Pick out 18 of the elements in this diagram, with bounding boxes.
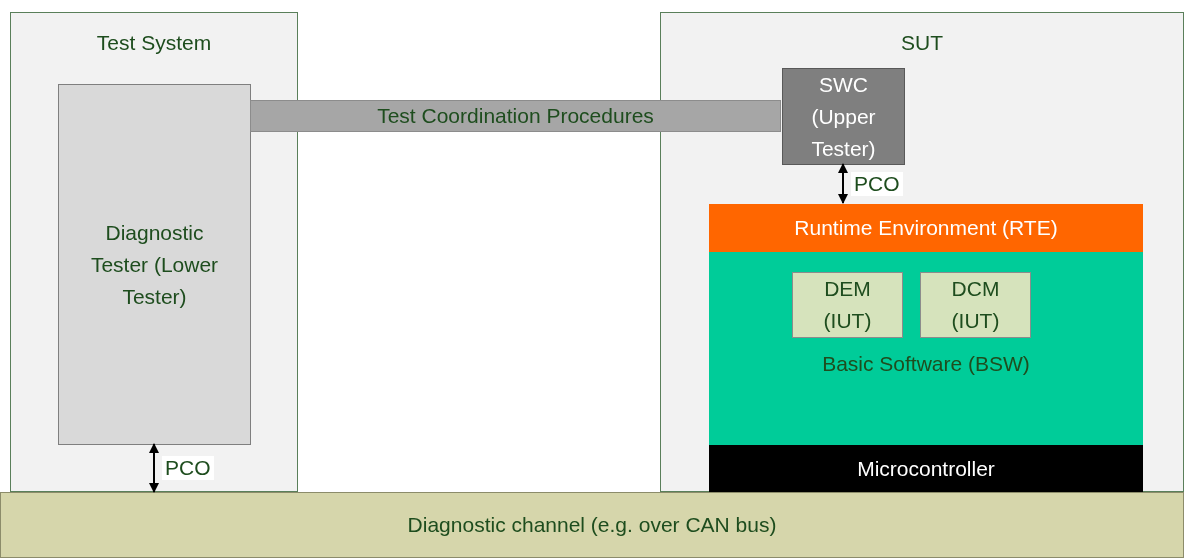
- module-box: DEM (IUT): [792, 272, 903, 338]
- component-box: SWC (Upper Tester): [782, 68, 905, 165]
- double-arrow: [149, 443, 159, 493]
- panel-title: Test System: [95, 30, 213, 56]
- layer-bar: Microcontroller: [709, 445, 1143, 493]
- double-arrow: [838, 163, 848, 204]
- system-panel: [10, 12, 298, 492]
- panel-title: Basic Software (BSW): [821, 351, 1031, 377]
- channel-bar: Diagnostic channel (e.g. over CAN bus): [0, 492, 1184, 558]
- layer-box: [709, 252, 1143, 445]
- module-box: DCM (IUT): [920, 272, 1031, 338]
- panel-title: SUT: [900, 30, 944, 56]
- layer-bar: Runtime Environment (RTE): [709, 204, 1143, 252]
- edge-label: PCO: [851, 171, 903, 196]
- interface-band: Test Coordination Procedures: [250, 100, 781, 132]
- system-panel: [660, 12, 1184, 492]
- tester-box: Diagnostic Tester (Lower Tester): [58, 84, 251, 445]
- edge-label: PCO: [162, 456, 214, 480]
